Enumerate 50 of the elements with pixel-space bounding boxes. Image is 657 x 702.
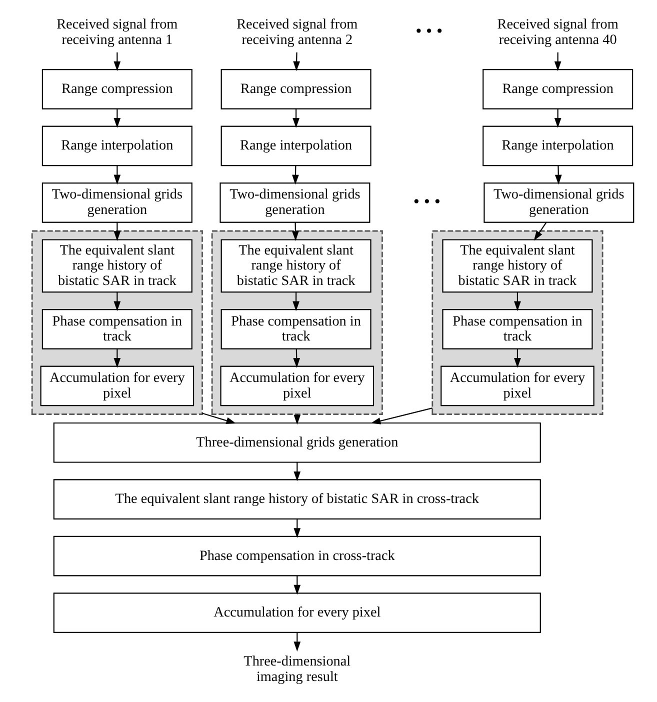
arrow xyxy=(114,292,121,312)
node-box: Range interpolation xyxy=(482,126,634,166)
arrow xyxy=(534,222,547,241)
arrow xyxy=(293,52,300,72)
arrow xyxy=(554,52,562,72)
arrow xyxy=(294,519,301,538)
node-box: Accumulation for every pixel xyxy=(440,366,594,406)
arrow xyxy=(294,632,301,652)
arrow xyxy=(202,412,236,424)
node-box: Two-dimensional grids generation xyxy=(220,182,370,223)
node-box: Three-dimensional grids generation xyxy=(53,422,541,463)
arrow xyxy=(293,349,300,368)
node-text: Three-dimensional imaging result xyxy=(244,654,351,685)
arrow xyxy=(514,349,521,368)
arrow xyxy=(114,52,121,72)
node-text: Received signal from receiving antenna 40 xyxy=(497,16,618,48)
arrow xyxy=(292,166,299,185)
node-box: Range compression xyxy=(482,69,634,110)
node-box: Range compression xyxy=(220,69,372,110)
arrow xyxy=(114,349,121,368)
node-text: Received signal from receiving antenna 2 xyxy=(236,16,358,48)
arrow xyxy=(554,109,562,128)
label: • • • xyxy=(413,190,440,211)
arrow xyxy=(114,166,121,185)
node-box: The equivalent slant range history of bistatic SAR in track xyxy=(220,239,372,293)
arrow xyxy=(292,109,300,128)
node-box: The equivalent slant range history of bistatic SAR in track xyxy=(42,239,192,293)
node-box: Phase compensation in track xyxy=(220,309,372,350)
node-box: Phase compensation in track xyxy=(42,309,192,350)
node-box: Accumulation for every pixel xyxy=(40,366,194,406)
arrow xyxy=(114,109,121,128)
node-box: Accumulation for every pixel xyxy=(53,592,541,633)
node-box: Two-dimensional grids generation xyxy=(42,182,192,223)
arrow xyxy=(554,166,562,185)
arrow xyxy=(514,292,521,312)
node-box: Accumulation for every pixel xyxy=(220,366,374,406)
node-box: Phase compensation in cross-track xyxy=(53,536,541,576)
node-box: Range interpolation xyxy=(220,126,372,166)
node-box: The equivalent slant range history of bistatic SAR in track xyxy=(442,239,593,293)
arrow xyxy=(294,576,301,595)
arrow xyxy=(294,462,301,482)
label: • • • xyxy=(416,20,443,41)
node-box: Two-dimensional grids generation xyxy=(484,182,634,223)
arrow xyxy=(292,292,300,312)
node-box: Range compression xyxy=(42,69,192,110)
node-box: Range interpolation xyxy=(42,126,192,166)
node-text: Received signal from receiving antenna 1 xyxy=(56,16,178,48)
arrow xyxy=(370,408,433,424)
node-box: Phase compensation in track xyxy=(442,309,593,350)
node-box: The equivalent slant range history of bistatic SAR in cross-track xyxy=(53,479,541,520)
